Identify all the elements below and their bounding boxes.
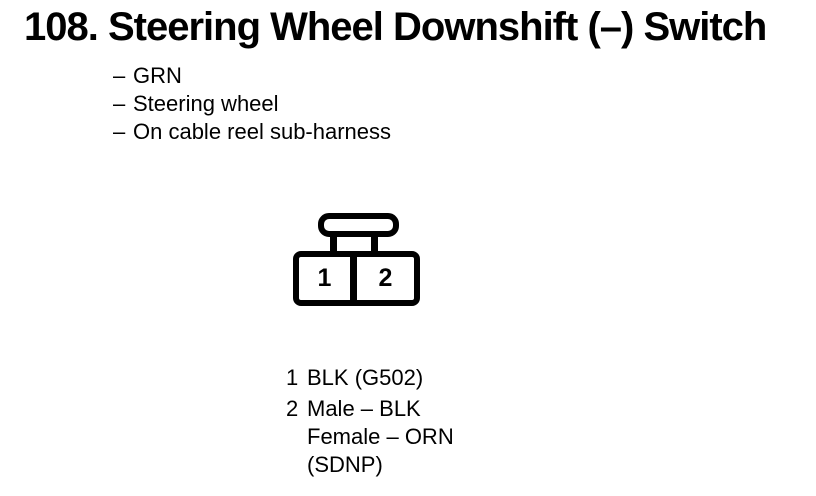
pin-1-number: 1 [317, 264, 332, 292]
bullet-dash: – [113, 91, 126, 116]
connector-body: 1 2 [293, 251, 420, 306]
bullet-dash: – [113, 119, 126, 144]
legend-pin-number: 2 [286, 396, 299, 421]
connector-tab-leg-right [371, 233, 378, 254]
legend-line: (SDNP) [307, 452, 383, 477]
bullet-item: – Steering wheel [113, 90, 391, 118]
bullet-item: – GRN [113, 62, 391, 90]
connector-lock-tab [318, 213, 399, 237]
legend-line: Female – ORN [307, 424, 454, 449]
bullet-dash: – [113, 63, 126, 88]
legend-row-pin-2: 2 Male – BLK Female – ORN (SDNP) [286, 395, 454, 479]
bullet-item: – On cable reel sub-harness [113, 118, 391, 146]
connector-pin-2-cell: 2 [357, 257, 414, 300]
legend-pin-number: 1 [286, 365, 299, 390]
pin-legend: 1 BLK (G502) 2 Male – BLK Female – ORN (… [286, 364, 454, 479]
legend-line: Male – BLK [307, 396, 421, 421]
bullet-text: On cable reel sub-harness [133, 119, 392, 144]
connector-tab-leg-left [330, 233, 337, 254]
legend-line: BLK (G502) [307, 365, 424, 390]
connector-pin-1-cell: 1 [299, 257, 357, 300]
legend-pin-lines: BLK (G502) [307, 364, 423, 392]
bullet-list: – GRN – Steering wheel – On cable reel s… [113, 62, 391, 146]
legend-pin-lines: Male – BLK Female – ORN (SDNP) [307, 395, 454, 479]
pin-2-number: 2 [378, 264, 393, 292]
legend-row-pin-1: 1 BLK (G502) [286, 364, 454, 392]
bullet-text: GRN [133, 63, 182, 88]
page-title: 108. Steering Wheel Downshift (–) Switch [24, 5, 767, 49]
bullet-text: Steering wheel [133, 91, 279, 116]
